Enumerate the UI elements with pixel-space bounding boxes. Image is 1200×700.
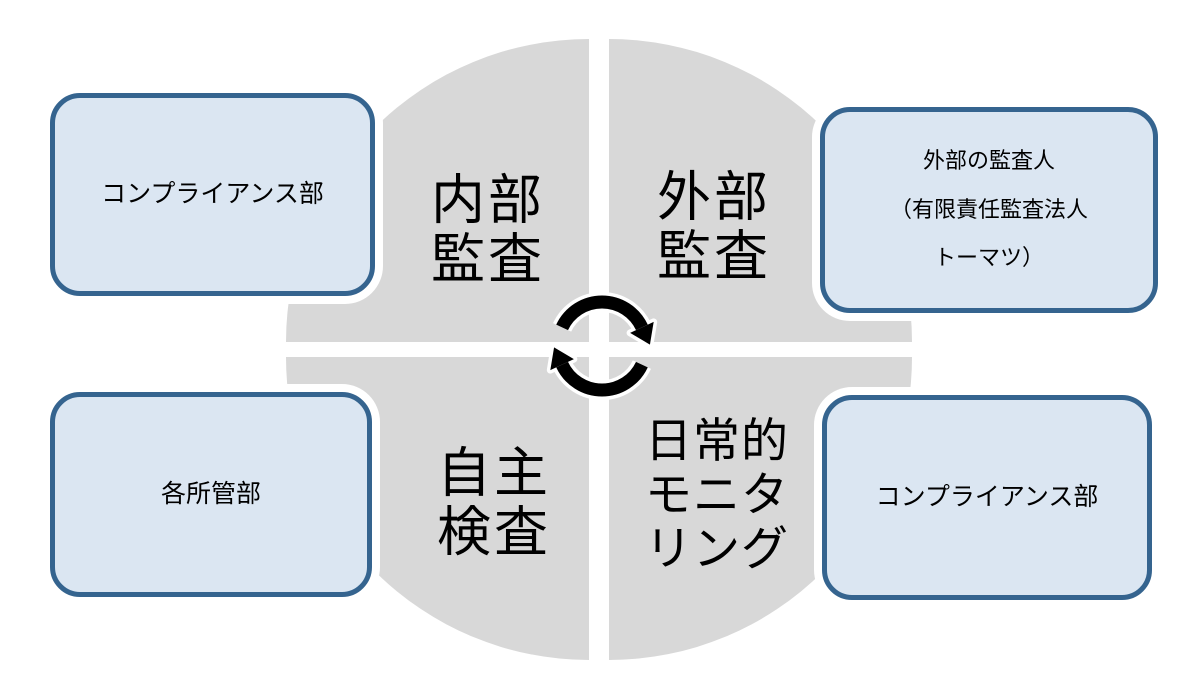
callout-text: 外部の監査人 bbox=[922, 148, 1055, 174]
label-line: 自主 bbox=[437, 443, 551, 504]
label-line: リング bbox=[645, 522, 789, 576]
callout-text: トーマツ） bbox=[933, 245, 1044, 271]
label-line: 外部 bbox=[657, 167, 771, 228]
callout-text: 各所管部 bbox=[160, 479, 261, 508]
callout-text: （有限責任監査法人 bbox=[889, 196, 1088, 222]
callout-text: コンプライアンス部 bbox=[101, 179, 324, 208]
callout-daily-monitoring-owner: コンプライアンス部 bbox=[822, 395, 1152, 600]
label-line: 検査 bbox=[437, 503, 551, 563]
callout-text: コンプライアンス部 bbox=[875, 482, 1099, 511]
label-line: 内部 bbox=[431, 170, 545, 231]
callout-external-audit-owner: 外部の監査人 （有限責任監査法人 トーマツ） bbox=[820, 107, 1158, 313]
quadrant-label-self-inspection: 自主 検査 bbox=[437, 443, 551, 564]
cycle-arrows-icon bbox=[546, 292, 658, 400]
label-line: 日常的 bbox=[645, 413, 789, 467]
callout-internal-audit-owner: コンプライアンス部 bbox=[50, 93, 375, 296]
quadrant-label-internal-audit: 内部 監査 bbox=[431, 170, 545, 291]
quadrant-label-daily-monitoring: 日常的 モニタ リング bbox=[645, 414, 789, 576]
quadrant-label-external-audit: 外部 監査 bbox=[657, 167, 771, 288]
label-line: モニタ bbox=[645, 467, 789, 521]
callout-self-inspection-owner: 各所管部 bbox=[50, 392, 372, 597]
label-line: 監査 bbox=[431, 230, 545, 290]
label-line: 監査 bbox=[657, 227, 771, 287]
